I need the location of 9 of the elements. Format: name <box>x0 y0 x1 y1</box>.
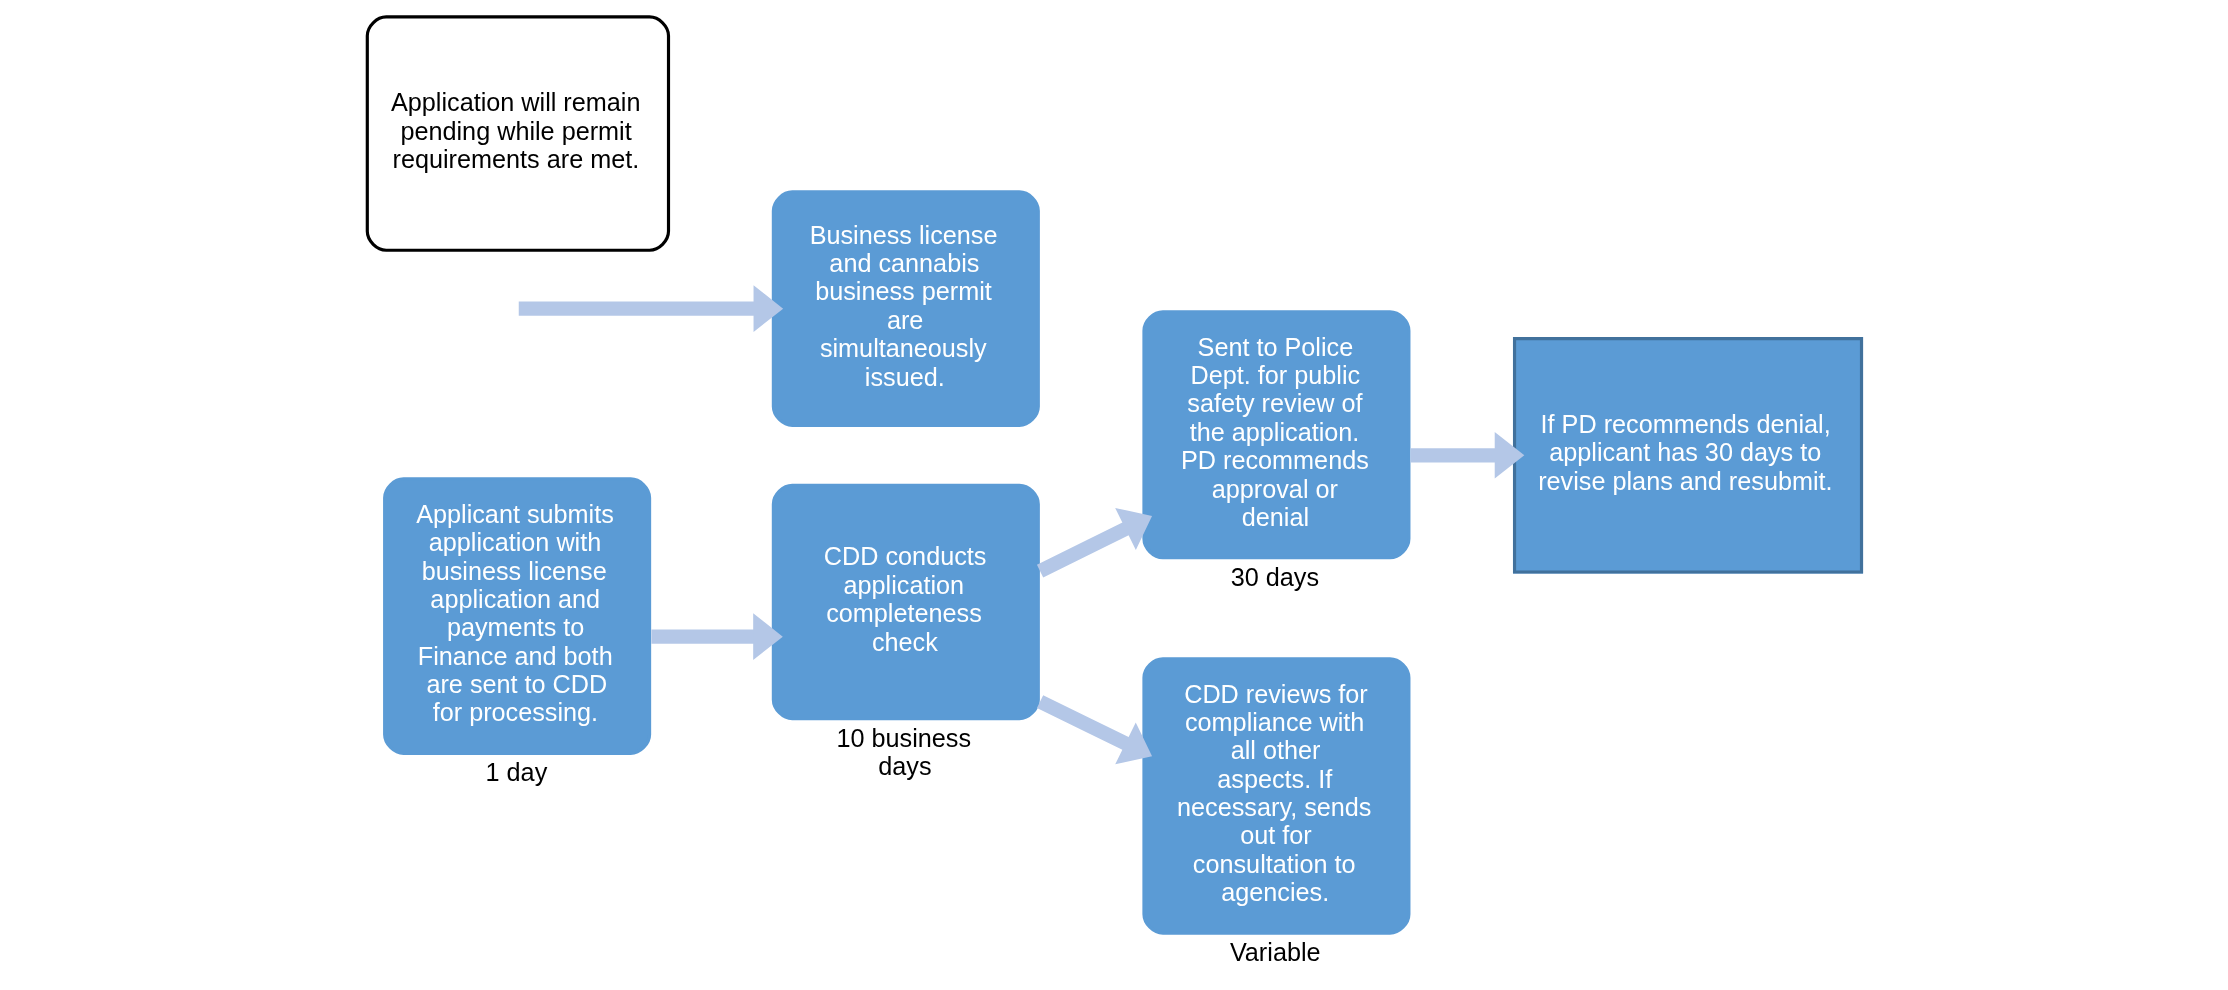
arrow <box>1036 694 1153 764</box>
node-label: 30 days <box>1230 562 1320 591</box>
node-label: 1 day <box>485 757 548 786</box>
node-label: Variable <box>1229 937 1321 966</box>
arrow <box>518 284 784 332</box>
arrow <box>1036 507 1153 578</box>
arrow <box>1410 431 1525 479</box>
node-label: 10 business days <box>836 723 972 780</box>
arrow <box>651 612 783 660</box>
